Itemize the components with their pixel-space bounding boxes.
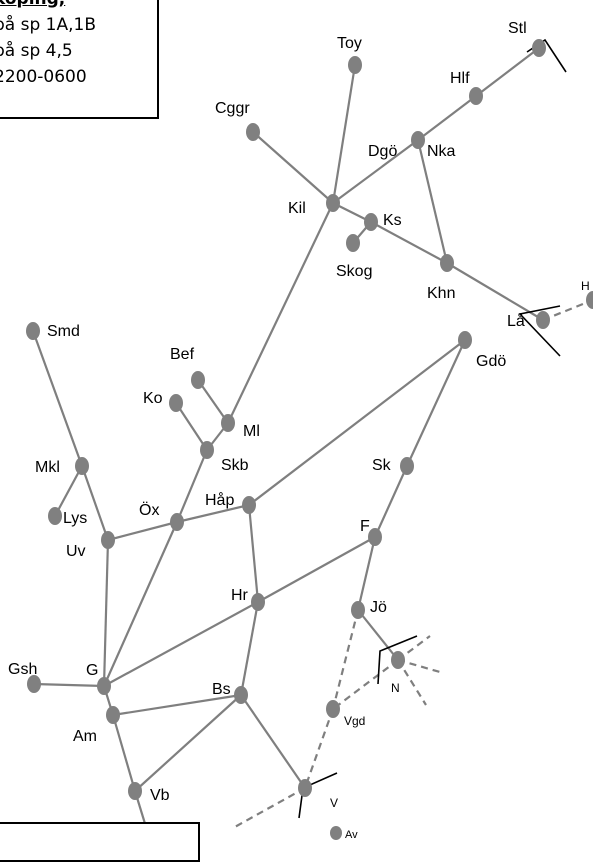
node-toy[interactable] (348, 56, 362, 74)
node-g[interactable] (97, 677, 111, 695)
label-skog: Skog (336, 263, 372, 280)
label-dgo: Dgö (368, 143, 397, 160)
label-mkl: Mkl (35, 459, 60, 476)
node-ko[interactable] (169, 394, 183, 412)
node-gdo[interactable] (458, 331, 472, 349)
node-cggr[interactable] (246, 123, 260, 141)
node-ks[interactable] (364, 213, 378, 231)
label-ko: Ko (143, 390, 163, 407)
node-hr[interactable] (251, 593, 265, 611)
label-smd: Smd (47, 323, 80, 340)
node-la[interactable] (536, 311, 550, 329)
station-labels: Stl Toy Hlf Cggr Dgö Nka Kil Ks Skog Khn… (8, 20, 590, 841)
label-f: F (360, 518, 370, 535)
label-vgd: Vgd (344, 714, 365, 728)
label-nka: Nka (427, 143, 456, 160)
node-kil[interactable] (326, 194, 340, 212)
label-toy: Toy (337, 35, 362, 52)
node-skb[interactable] (200, 441, 214, 459)
node-am[interactable] (106, 706, 120, 724)
legend-title: köping, (0, 0, 157, 12)
node-jo[interactable] (351, 601, 365, 619)
label-gsh: Gsh (8, 661, 37, 678)
node-smd[interactable] (26, 322, 40, 340)
node-h[interactable] (586, 291, 593, 309)
bottom-info-box (0, 822, 200, 862)
label-khn: Khn (427, 285, 455, 302)
node-stl[interactable] (532, 39, 546, 57)
label-ks: Ks (383, 212, 402, 229)
node-sk[interactable] (400, 457, 414, 475)
node-hap[interactable] (242, 496, 256, 514)
node-bs[interactable] (234, 686, 248, 704)
node-lys[interactable] (48, 507, 62, 525)
label-bs: Bs (212, 681, 231, 698)
node-skog[interactable] (346, 234, 360, 252)
node-v[interactable] (298, 779, 312, 797)
node-uv[interactable] (101, 531, 115, 549)
label-ox: Öx (139, 501, 159, 519)
label-hap: Håp (205, 491, 234, 509)
label-v: V (330, 796, 338, 810)
label-hlf: Hlf (450, 70, 470, 87)
node-n[interactable] (391, 651, 405, 669)
label-av: Av (345, 829, 358, 841)
node-vgd[interactable] (326, 700, 340, 718)
label-vb: Vb (150, 787, 170, 804)
label-kil: Kil (288, 200, 306, 217)
node-av[interactable] (330, 826, 342, 840)
node-bef[interactable] (191, 371, 205, 389)
label-g: G (86, 662, 98, 679)
label-am: Am (73, 728, 97, 745)
node-gsh[interactable] (27, 675, 41, 693)
label-ml: Ml (243, 423, 260, 440)
label-skb: Skb (221, 457, 249, 474)
label-stl: Stl (508, 20, 527, 37)
label-sk: Sk (372, 457, 392, 474)
label-h: H (581, 279, 590, 293)
label-lys: Lys (63, 510, 87, 527)
legend-line-1: på sp 1A,1B (0, 15, 96, 35)
label-jo: Jö (370, 599, 387, 616)
label-cggr: Cggr (215, 100, 250, 117)
node-hlf[interactable] (469, 87, 483, 105)
legend-box: köping, på sp 1A,1B på sp 4,5 2200-0600 (0, 0, 159, 119)
node-nka[interactable] (411, 131, 425, 149)
node-khn[interactable] (440, 254, 454, 272)
label-la: Lå (507, 312, 525, 330)
node-vb[interactable] (128, 782, 142, 800)
label-uv: Uv (66, 543, 86, 560)
track-lines (31, 47, 544, 841)
node-ml[interactable] (221, 414, 235, 432)
label-gdo: Gdö (476, 353, 506, 370)
label-n: N (391, 681, 400, 695)
station-nodes (26, 39, 593, 840)
label-bef: Bef (170, 346, 195, 363)
node-f[interactable] (368, 528, 382, 546)
label-hr: Hr (231, 587, 249, 604)
legend-line-2: på sp 4,5 (0, 41, 73, 61)
legend-line-3: 2200-0600 (0, 67, 87, 87)
node-ox[interactable] (170, 513, 184, 531)
node-mkl[interactable] (75, 457, 89, 475)
